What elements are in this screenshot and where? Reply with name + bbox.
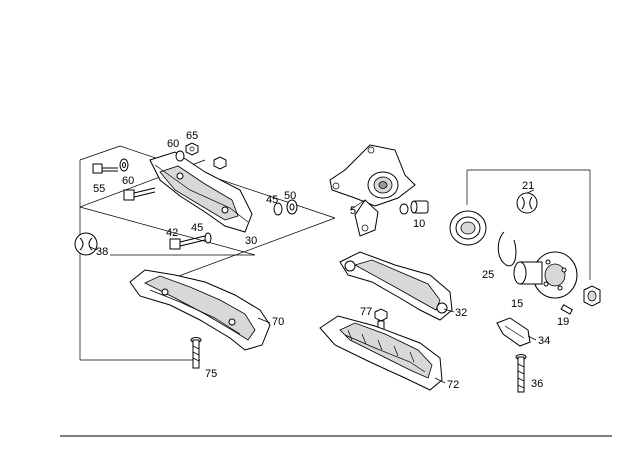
hub-group-outline [466,169,591,280]
washer-45-50 [273,199,298,216]
lower-cover-part-72 [319,315,443,391]
callout-72: 72 [447,379,459,391]
callout-38: 38 [96,246,108,258]
callout-19: 19 [557,316,569,328]
callout-60-lower: 60 [122,175,134,187]
callout-10: 10 [413,218,425,230]
callout-77: 77 [360,306,372,318]
bolt-77 [374,308,388,332]
bolt-55 [92,163,118,174]
callout-15: 15 [511,298,523,310]
callout-70: 70 [272,316,284,328]
callout-45-left: 45 [191,222,203,234]
bracket-part-30 [149,151,253,233]
callout-5: 5 [350,205,356,217]
callout-30: 30 [245,235,257,247]
wrench-icon [74,232,98,256]
callout-34: 34 [538,335,550,347]
callout-65: 65 [186,130,198,142]
side-member-part-70 [129,269,271,351]
callout-25: 25 [482,269,494,281]
callout-75: 75 [205,368,217,380]
hub-nut [583,285,601,307]
callout-55: 55 [93,183,105,195]
callout-32: 32 [455,307,467,319]
wheel-hub-part-15 [513,251,578,299]
callout-50: 50 [284,190,296,202]
bushing-part-10 [399,200,429,215]
callout-21: 21 [522,180,534,192]
leader-lines [89,189,537,384]
control-arm-part-32 [339,251,453,321]
wheel-bearing [449,210,487,246]
bracket-part-34 [496,317,531,347]
dowel-pin-19 [560,304,574,315]
screw-75 [190,337,202,369]
callout-labels: 65 60 60 55 50 45 45 42 30 5 10 38 70 75… [93,130,569,391]
bolt-long-upper [123,156,227,201]
callout-60-upper: 60 [167,138,179,150]
screw-36 [515,354,527,393]
wheel-carrier-part-5 [329,144,416,237]
wrench-icon-21 [516,192,538,214]
callout-45-right: 45 [266,194,278,206]
snap-ring-part-25 [497,231,517,267]
nut-65 [175,142,199,162]
washer-60-upper [119,158,129,172]
bolt-42 [169,232,212,250]
callout-42: 42 [166,227,178,239]
callout-36: 36 [531,378,543,390]
